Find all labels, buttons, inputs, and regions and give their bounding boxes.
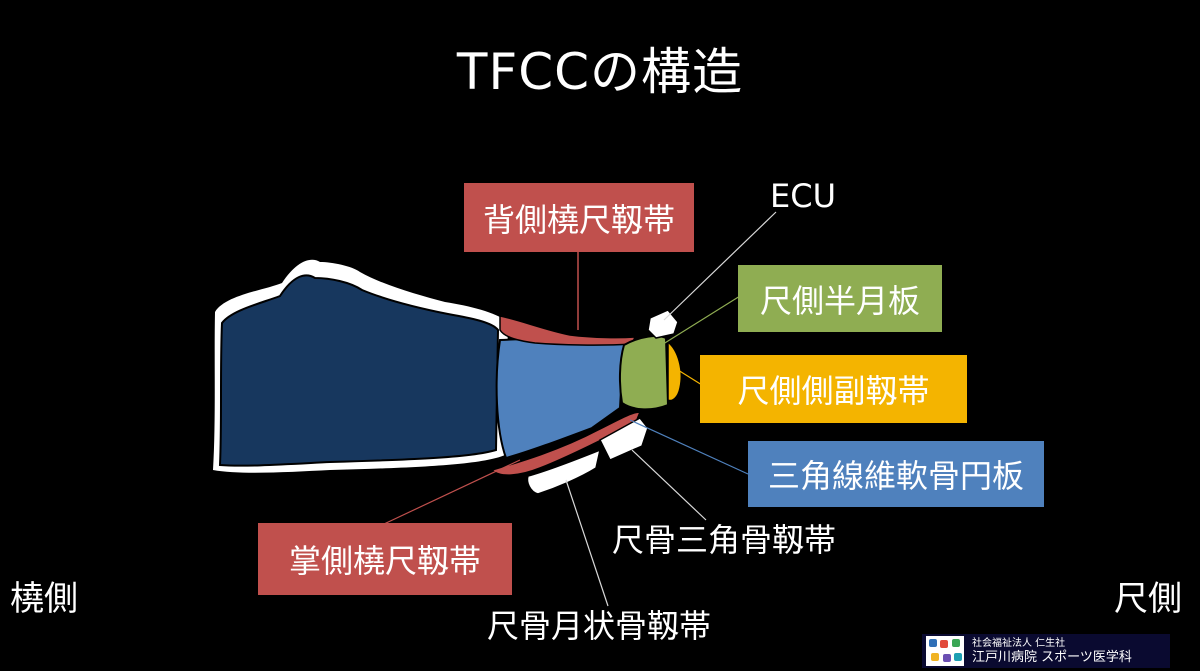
leader-ulnolunate — [565, 479, 609, 607]
label-volar-radioulnar-ligament: 掌側橈尺靱帯 — [258, 523, 512, 595]
volar-radioulnar-ligament — [490, 411, 642, 476]
label-dorsal-radioulnar-ligament: 背側橈尺靱帯 — [464, 183, 694, 252]
label-triangular-fibrocartilage: 三角線維軟骨円板 — [748, 441, 1044, 507]
dorsal-radioulnar-ligament — [499, 315, 637, 346]
leader-volar-rul — [383, 459, 521, 525]
hospital-logo: 社会福祉法人 仁生社 江戸川病院 スポーツ医学科 — [922, 634, 1170, 668]
label-radial-side: 橈側 — [10, 579, 78, 619]
label-ulnar-side: 尺側 — [1114, 579, 1182, 619]
leader-ecu — [663, 211, 777, 321]
ulnolunate-ligament — [526, 448, 602, 495]
radius-body — [218, 274, 500, 467]
leader-ulnotriquetral — [631, 449, 707, 521]
ecu-tendon — [647, 309, 679, 339]
page-title: TFCCの構造 — [456, 43, 744, 101]
label-ulnar-meniscus-homologue: 尺側半月板 — [738, 265, 942, 332]
ulnar-meniscus-homologue — [618, 335, 670, 411]
label-ulnar-collateral-ligament: 尺側側副靱帯 — [700, 355, 967, 423]
logo-line-1: 社会福祉法人 仁生社 — [972, 637, 1066, 649]
leader-meniscus — [659, 295, 741, 347]
leader-tfc — [629, 419, 749, 475]
label-ecu: ECU — [770, 177, 836, 215]
logo-mark-icon — [926, 636, 964, 666]
ulnar-collateral-ligament — [667, 340, 682, 402]
label-ulnotriquetral-ligament: 尺骨三角骨靱帯 — [612, 521, 837, 559]
leader-collateral — [677, 369, 703, 386]
label-ulnolunate-ligament: 尺骨月状骨靱帯 — [487, 607, 712, 645]
logo-line-2: 江戸川病院 スポーツ医学科 — [972, 649, 1132, 665]
